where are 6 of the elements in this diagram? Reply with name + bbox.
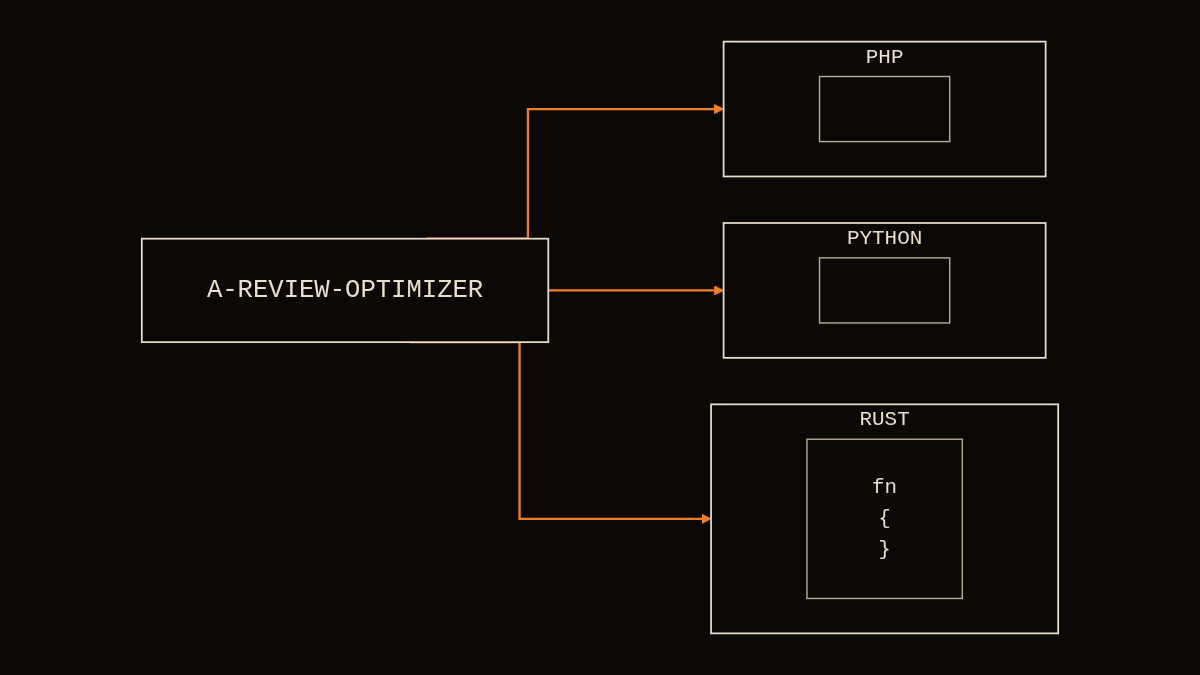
node-box: A-REVIEW-OPTIMIZER — [140, 237, 550, 343]
node-box: fn { } — [806, 438, 963, 600]
node-box — [818, 75, 951, 143]
cluster: PHP — [722, 40, 1047, 178]
cluster: PYTHON — [722, 222, 1047, 359]
node-box — [818, 257, 951, 324]
